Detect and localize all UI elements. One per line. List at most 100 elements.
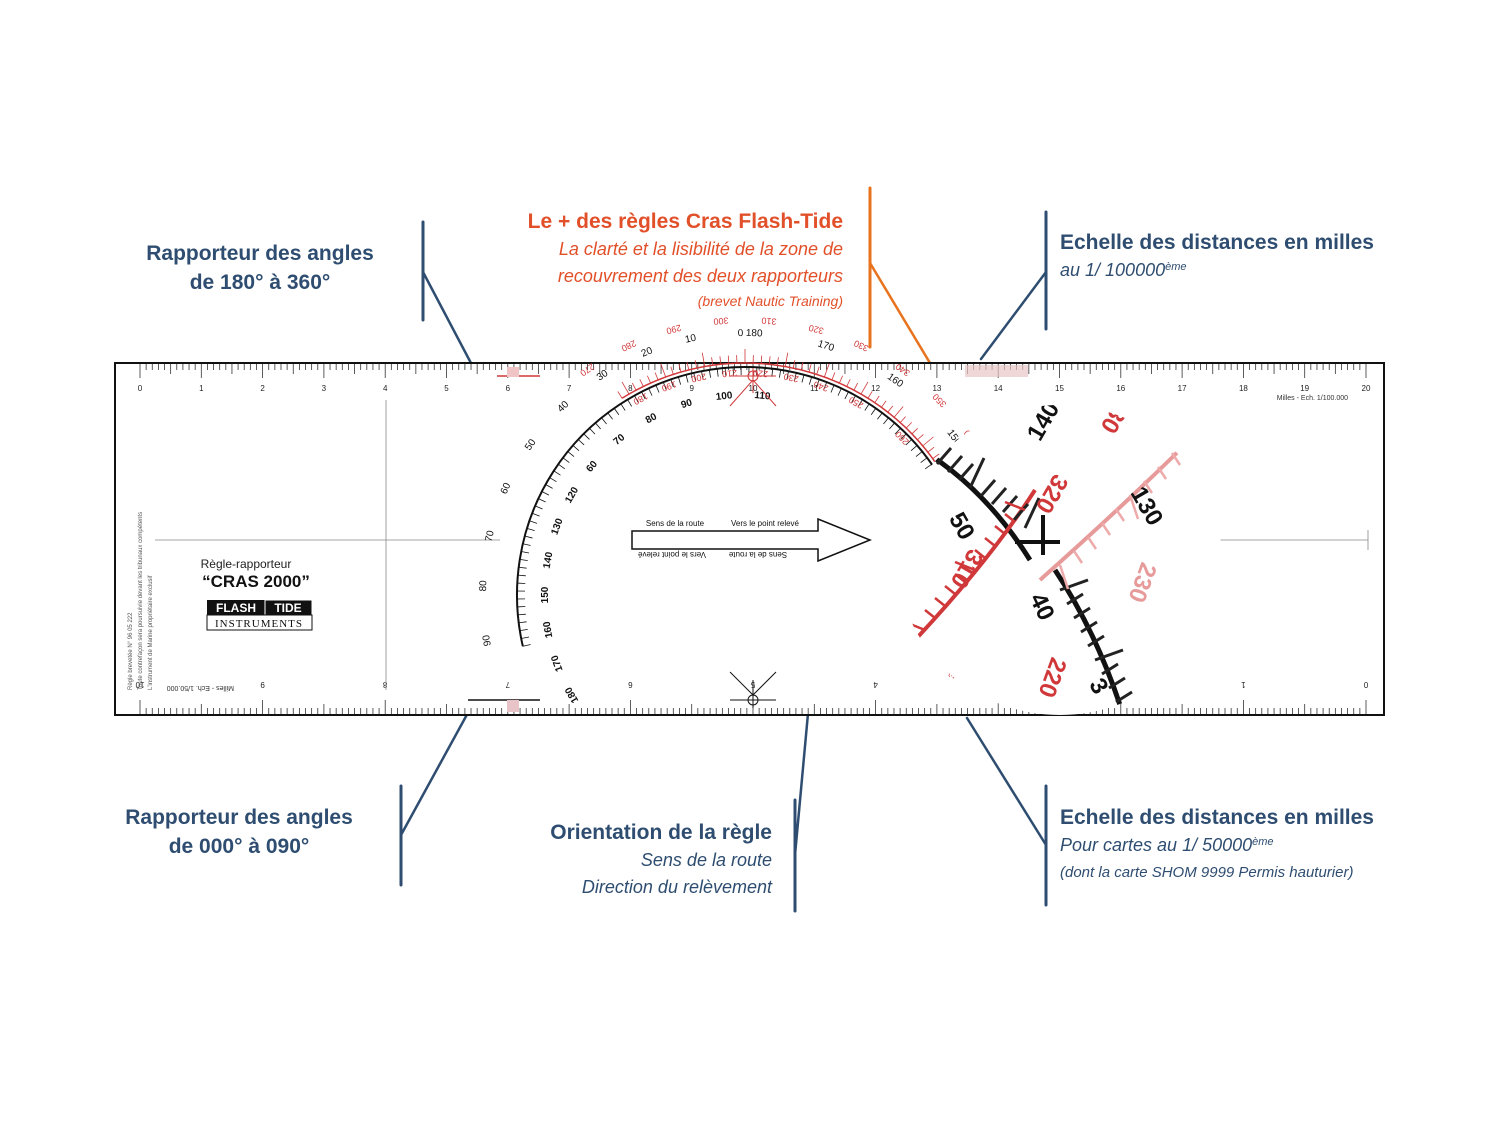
black-tick — [883, 417, 889, 425]
zoom-black-tick — [935, 447, 953, 465]
annotation-bottom-center-line1: Sens de la route — [640, 850, 772, 870]
black-tick — [620, 403, 626, 411]
red-tick — [846, 379, 851, 387]
red-tick — [784, 352, 789, 367]
red-tick — [694, 360, 698, 369]
black-tick — [583, 433, 590, 440]
top-scale-highlight — [965, 365, 1028, 377]
annotation-bottom-center: Orientation de la règle Sens de la route… — [472, 818, 772, 901]
red-tick — [719, 356, 722, 365]
red-tick — [670, 366, 674, 375]
black-tick — [607, 412, 613, 420]
red-tick — [899, 416, 906, 423]
red-outer-label: 320 — [808, 323, 825, 337]
zoom-black-tick — [1012, 503, 1030, 521]
protractor-top-shade — [507, 367, 519, 377]
zoom-black-tick — [1094, 648, 1124, 662]
black-tick — [724, 367, 727, 376]
zoom-ticks — [904, 417, 1182, 704]
top-scale-number: 1 — [199, 384, 204, 393]
black-tick — [529, 520, 538, 524]
red-tick — [932, 453, 940, 459]
side-text-2: Toute contrefaçon sera poursuivie devant… — [138, 512, 144, 690]
red-tick — [867, 391, 873, 399]
red-outer-label: 300 — [713, 315, 729, 326]
black-tick — [870, 408, 877, 416]
black-tick — [844, 391, 849, 400]
direction-arrow: Sens de la route Vers le point relevé Ve… — [631, 517, 873, 563]
red-tick — [639, 379, 644, 387]
black-tick — [519, 558, 528, 561]
red-tick — [874, 395, 880, 403]
black-outer-label: 90 — [481, 634, 494, 647]
zoom-red-tick — [994, 525, 1006, 535]
black-tick — [567, 451, 575, 457]
black-tick — [851, 395, 856, 403]
red-tick — [905, 422, 913, 429]
black-tick — [595, 422, 601, 430]
black-tick — [541, 491, 550, 496]
red-tick — [887, 405, 894, 413]
red-tick — [768, 356, 771, 365]
zoom-red-tick — [1114, 508, 1126, 522]
black-tick — [905, 439, 913, 446]
top-scale-number: 17 — [1178, 384, 1187, 393]
protractor-black-arc — [516, 366, 971, 647]
side-text-1: Règle brevetée N° 96 05 222 — [128, 612, 134, 690]
top-scale-number: 3 — [322, 384, 327, 393]
ruler-name-line1: Règle-rapporteur — [201, 557, 292, 571]
annotation-top-center: Le + des règles Cras Flash-Tide La clart… — [430, 207, 843, 312]
annotation-bottom-right-sub: Pour cartes au 1/ 50000 — [1060, 835, 1253, 855]
black-tick — [823, 382, 828, 390]
annotation-top-center-title: Le + des règles Cras Flash-Tide — [527, 210, 843, 233]
top-scale-number: 12 — [871, 384, 880, 393]
black-tick — [577, 439, 585, 446]
black-tick — [532, 512, 540, 517]
arrow-shape — [631, 517, 873, 563]
black-inner-label: 140 — [542, 551, 556, 570]
annotation-top-center-line2: recouvrement des deux rapporteurs — [557, 266, 843, 286]
zoom-red-tick — [984, 537, 996, 547]
red-tick — [823, 363, 830, 378]
black-tick — [524, 535, 533, 539]
red-tick — [701, 352, 706, 367]
zoom-black-tick — [1059, 578, 1089, 592]
top-scale-number: 6 — [506, 384, 511, 393]
red-outer-label: 330 — [852, 338, 870, 353]
annotation-top-center-line1: La clarté et la lisibilité de la zone de — [558, 239, 843, 259]
bottom-scale-number: 4 — [873, 680, 878, 689]
zoom-black-tick — [1066, 592, 1084, 606]
zoom-red-tick — [934, 597, 946, 607]
red-tick — [621, 381, 630, 395]
zoom-red-tick — [1004, 500, 1026, 512]
red-tick — [631, 382, 637, 391]
top-scale-number: 2 — [260, 384, 265, 393]
black-tick — [894, 427, 901, 435]
zoom-black-tick — [1108, 676, 1126, 690]
black-tick — [517, 613, 526, 616]
annotation-bottom-right-sub-line: Pour cartes au 1/ 50000ème — [1060, 832, 1480, 859]
black-tick — [538, 498, 546, 503]
black-tick — [641, 391, 646, 400]
top-scale-number: 4 — [383, 384, 388, 393]
brand-instruments-box — [206, 614, 313, 631]
black-tick — [634, 395, 639, 403]
red-tick — [831, 372, 836, 381]
black-tick — [685, 374, 689, 383]
black-tick — [553, 470, 561, 476]
black-inner-label: 90 — [680, 397, 694, 411]
arrow-text-bottom-left: Vers le point relevé — [637, 550, 706, 559]
zoom-red-tick — [1058, 564, 1070, 590]
black-tick — [889, 422, 895, 430]
red-outer-label: 290 — [665, 323, 682, 337]
bottom-scale-ticks — [139, 700, 1367, 714]
black-tick — [517, 574, 526, 577]
black-tick — [601, 417, 607, 425]
black-outer-label: 80 — [478, 580, 489, 592]
black-inner-label: 100 — [715, 390, 733, 403]
black-tick — [701, 371, 704, 380]
red-tick — [808, 364, 812, 373]
protractor-bottom-shade — [507, 700, 519, 712]
black-tick — [522, 543, 531, 546]
